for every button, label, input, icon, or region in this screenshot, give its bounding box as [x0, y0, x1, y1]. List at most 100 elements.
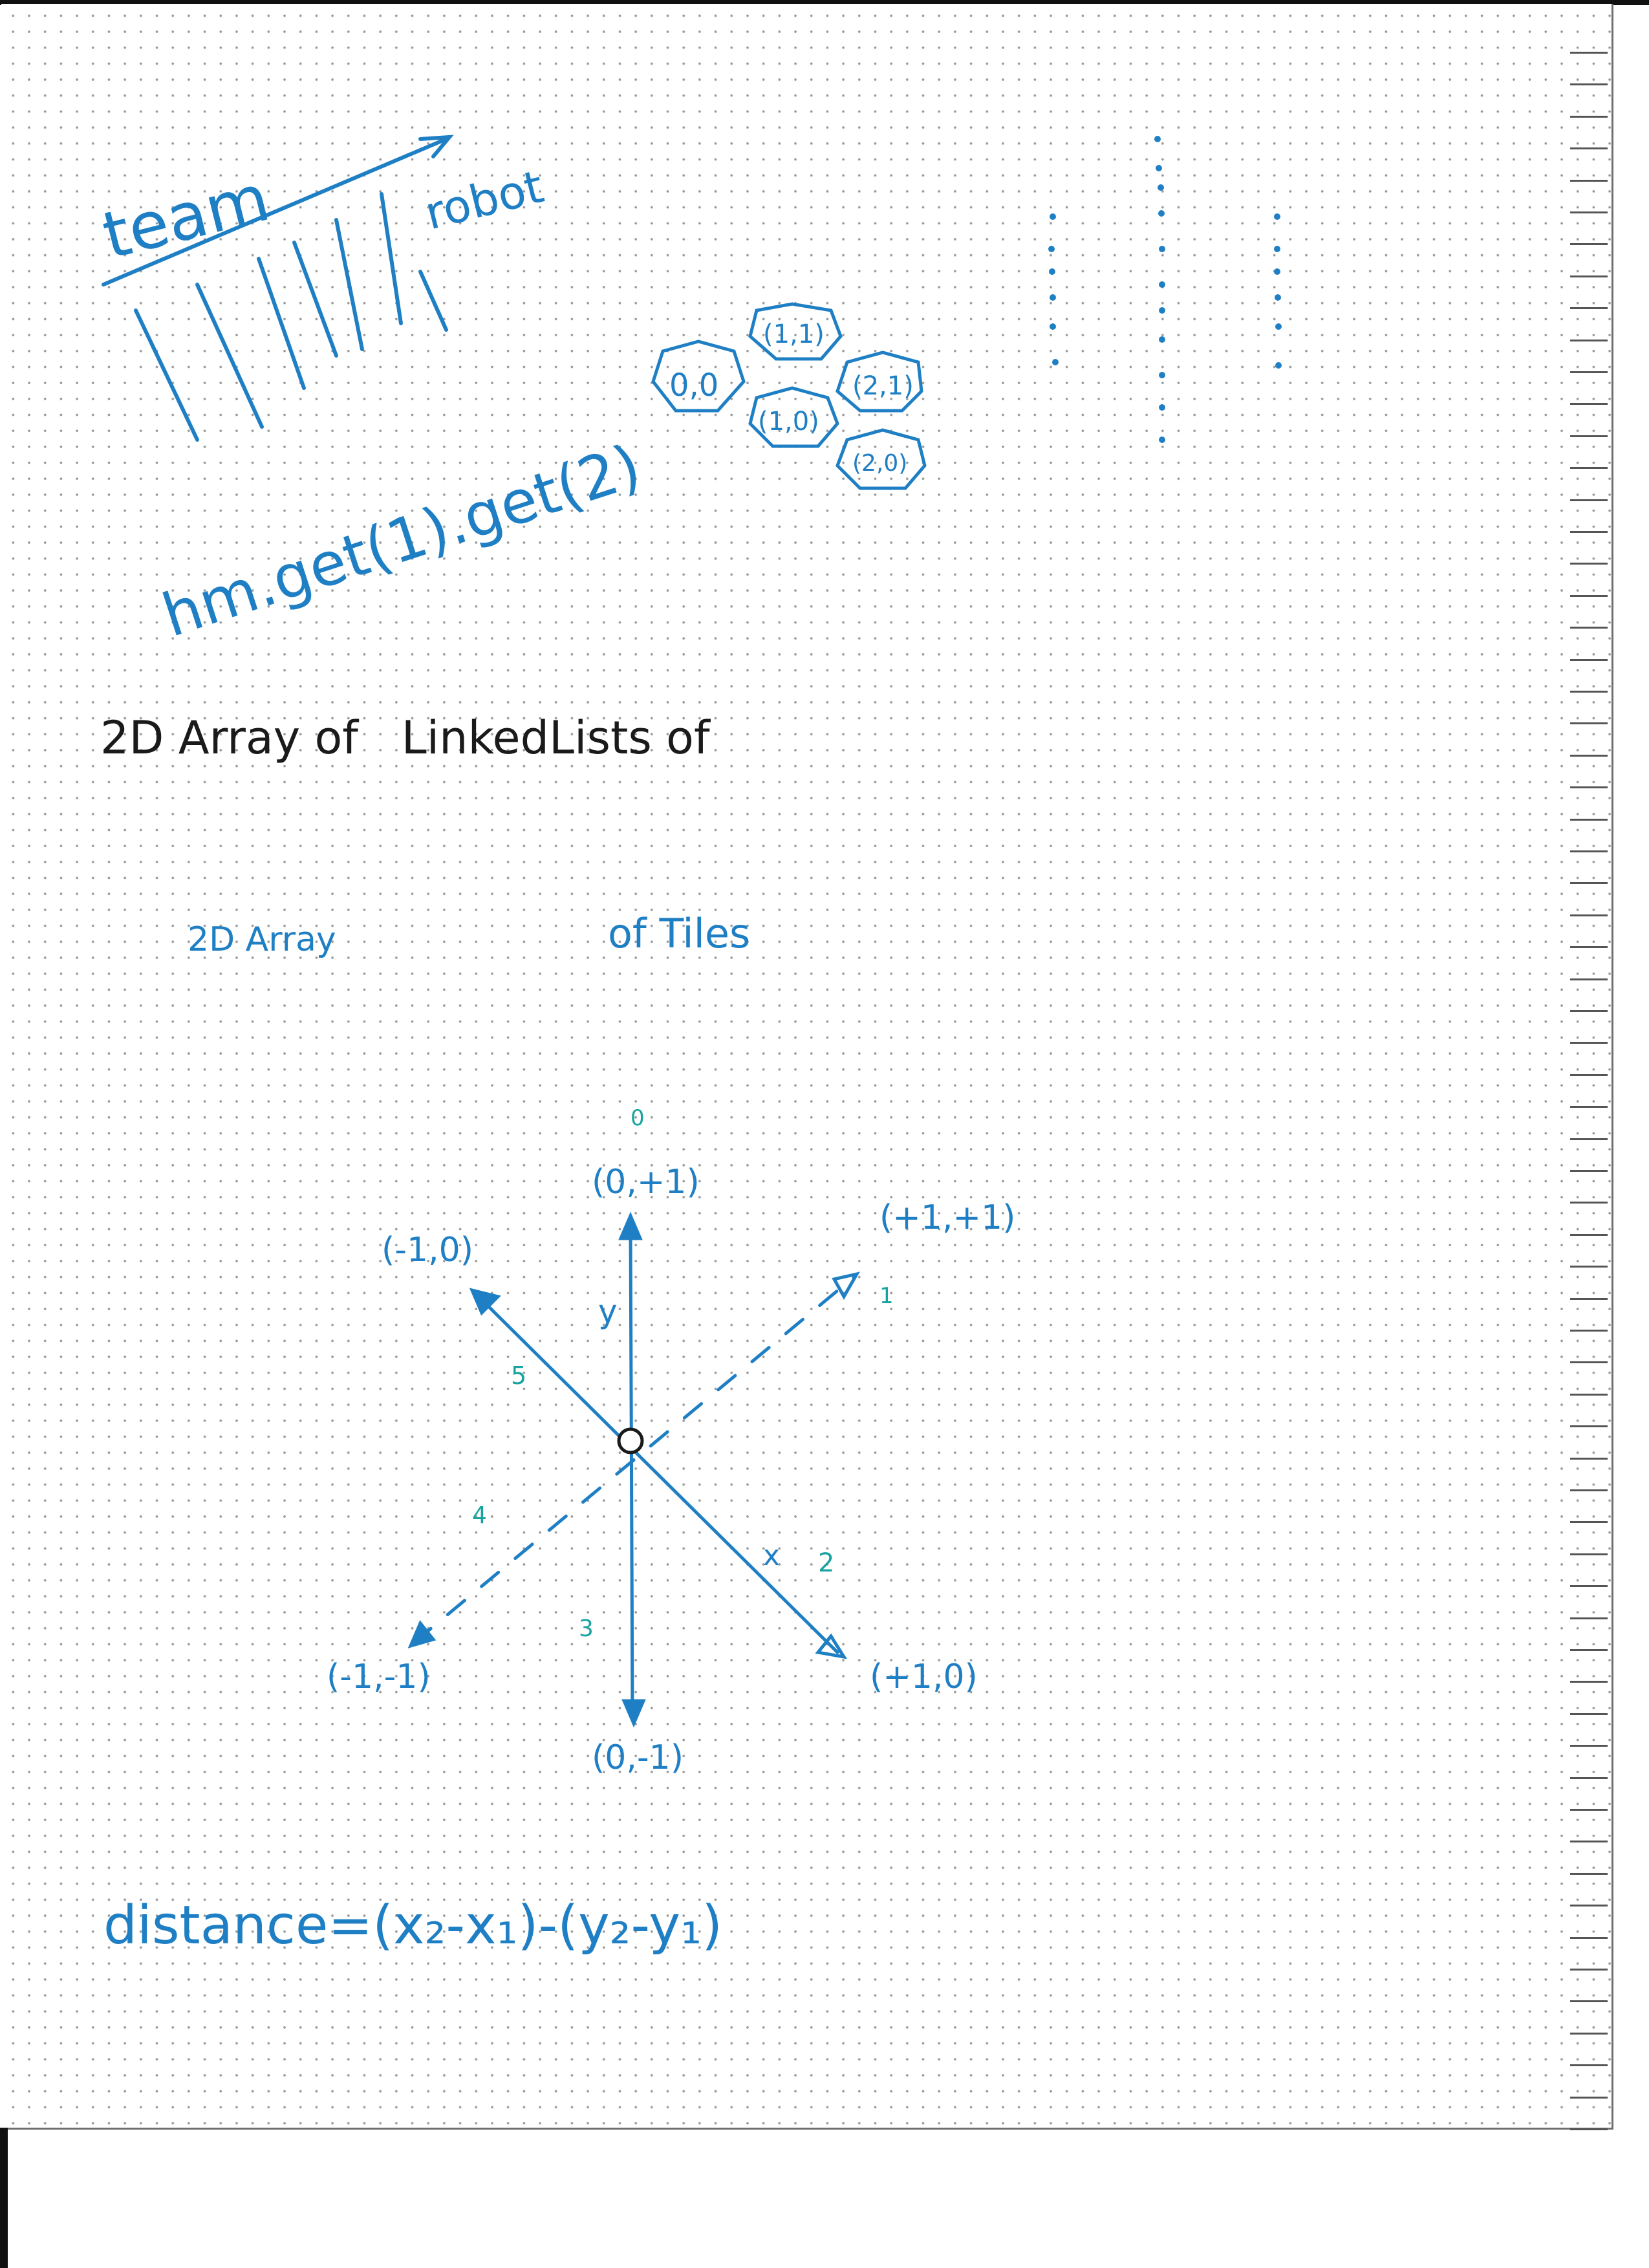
axis-labels: (0,+1) (0,-1) (-1,0) (+1,+1) (-1,-1) (+1…	[327, 1163, 1015, 1777]
perforation-mark	[1570, 1521, 1608, 1524]
perforation-mark	[1570, 115, 1608, 118]
diagonal-axis-dashed	[412, 1275, 856, 1645]
hex-tiles: 0,0 (1,1) (2,1) (1,0) (2,0)	[651, 302, 927, 490]
perforation-mark	[1570, 2000, 1608, 2003]
label-y-axis: y	[598, 1293, 618, 1330]
perforation-mark	[1570, 1936, 1608, 1939]
perforation-mark	[1570, 1170, 1608, 1172]
hex-tile-2-0-label: (2,0)	[852, 450, 907, 477]
label-upper-right: (+1,+1)	[879, 1198, 1015, 1237]
direction-5: 5	[511, 1361, 526, 1390]
mapping-arrow-2	[195, 283, 264, 429]
perforation-mark	[1570, 1969, 1608, 1971]
robot-label: robot	[420, 160, 548, 240]
upper-right-arrow-head	[832, 1271, 860, 1301]
perforation-mark	[1570, 978, 1608, 980]
perforation-mark	[1570, 1074, 1608, 1076]
perforation-mark	[1570, 1745, 1608, 1747]
perforation-mark	[1570, 531, 1608, 533]
note-2d-array: 2D Array	[188, 920, 336, 959]
perforation-mark	[1570, 371, 1608, 373]
perforation-mark	[1570, 1905, 1608, 1907]
perforation-mark	[1570, 52, 1608, 54]
label-up: (0,+1)	[592, 1163, 700, 1202]
hex-tile-1-1-label: (1,1)	[763, 319, 824, 349]
hashmap-get-code: hm.get(1).get(2)	[155, 431, 649, 650]
perforation-mark	[1570, 1361, 1608, 1364]
perforation-mark	[1570, 499, 1608, 501]
origin-circle	[617, 1427, 644, 1454]
perforation-mark	[1570, 1585, 1608, 1588]
distance-formula: distance=(x₂-x₁)-(y₂-y₁)	[103, 1895, 722, 1956]
hex-axis-diagram	[407, 1211, 860, 1728]
label-down: (0,-1)	[592, 1738, 684, 1777]
dot-columns	[1048, 136, 1282, 443]
perforation-mark	[1570, 1489, 1608, 1491]
scan-border-top	[0, 0, 1649, 5]
perforation-mark	[1570, 339, 1608, 341]
perforation-mark	[1570, 2096, 1608, 2099]
perforation-mark	[1570, 211, 1608, 213]
team-label: team	[96, 160, 277, 274]
perforation-mark	[1570, 2032, 1608, 2035]
hex-tile-0-0-label: 0,0	[669, 367, 718, 404]
scan-border-left	[0, 2128, 8, 2268]
note-of-tiles: of Tiles	[608, 910, 750, 957]
perforation-mark	[1570, 1330, 1608, 1332]
perforation-mark	[1570, 722, 1608, 725]
perforation-mark	[1570, 594, 1608, 597]
perforation-mark	[1570, 1138, 1608, 1140]
direction-0: 0	[630, 1105, 645, 1131]
perforation-mark	[1570, 275, 1608, 277]
perforation-mark	[1570, 1425, 1608, 1428]
perforation-mark	[1570, 1233, 1608, 1236]
perforation-mark	[1570, 1042, 1608, 1044]
team-robot-arrow-head	[418, 135, 454, 158]
direction-2: 2	[818, 1548, 834, 1578]
perforation-mark	[1570, 1809, 1608, 1811]
hex-tile-1-0	[748, 386, 839, 448]
hex-tile-2-1-label: (2,1)	[852, 371, 914, 401]
perforation-mark	[1570, 1266, 1608, 1268]
perforation-mark	[1570, 1106, 1608, 1108]
perforation-mark	[1570, 1297, 1608, 1300]
perforation-mark	[1570, 1202, 1608, 1204]
direction-3: 3	[579, 1615, 594, 1642]
perforation-mark	[1570, 1777, 1608, 1779]
perforation-mark	[1570, 179, 1608, 182]
perforation-mark	[1570, 1457, 1608, 1460]
perforation-mark	[1570, 914, 1608, 916]
mapping-arrow-1	[134, 308, 199, 442]
lower-right-arrow-head	[815, 1633, 848, 1659]
team-robot-diagram: team robot	[96, 135, 548, 442]
perforation-mark	[1570, 1617, 1608, 1619]
direction-1: 1	[879, 1283, 894, 1309]
perforation-mark	[1570, 658, 1608, 661]
perforation-mark	[1570, 403, 1608, 405]
mapping-arrow-5	[334, 218, 364, 351]
perforation-mark	[1570, 467, 1608, 470]
perforation-mark	[1570, 1010, 1608, 1012]
label-lower-left: (-1,-1)	[327, 1658, 431, 1696]
hex-tile-1-1	[748, 302, 843, 361]
x-axis-line	[473, 1291, 839, 1654]
mapping-arrow-4	[292, 241, 338, 358]
perforation-mark	[1570, 627, 1608, 629]
label-x-axis: x	[763, 1539, 780, 1572]
perforation-mark	[1570, 83, 1608, 86]
up-arrow-head	[618, 1211, 643, 1240]
perforation-mark	[1570, 818, 1608, 821]
perforation-mark	[1570, 882, 1608, 885]
down-arrow-head	[621, 1699, 646, 1728]
hex-tile-0-0	[651, 340, 746, 413]
mapping-arrow-3	[257, 257, 306, 390]
mapping-arrow-6	[380, 192, 403, 325]
perforation-mark	[1570, 147, 1608, 150]
note-2d-array-linked-lists: 2D Array of LinkedLists of	[100, 711, 711, 764]
perforation-mark	[1570, 2064, 1608, 2067]
perforation-mark	[1570, 691, 1608, 693]
perforation-mark	[1570, 563, 1608, 565]
perforation-mark	[1570, 754, 1608, 757]
hex-tile-1-0-label: (1,0)	[758, 407, 819, 437]
